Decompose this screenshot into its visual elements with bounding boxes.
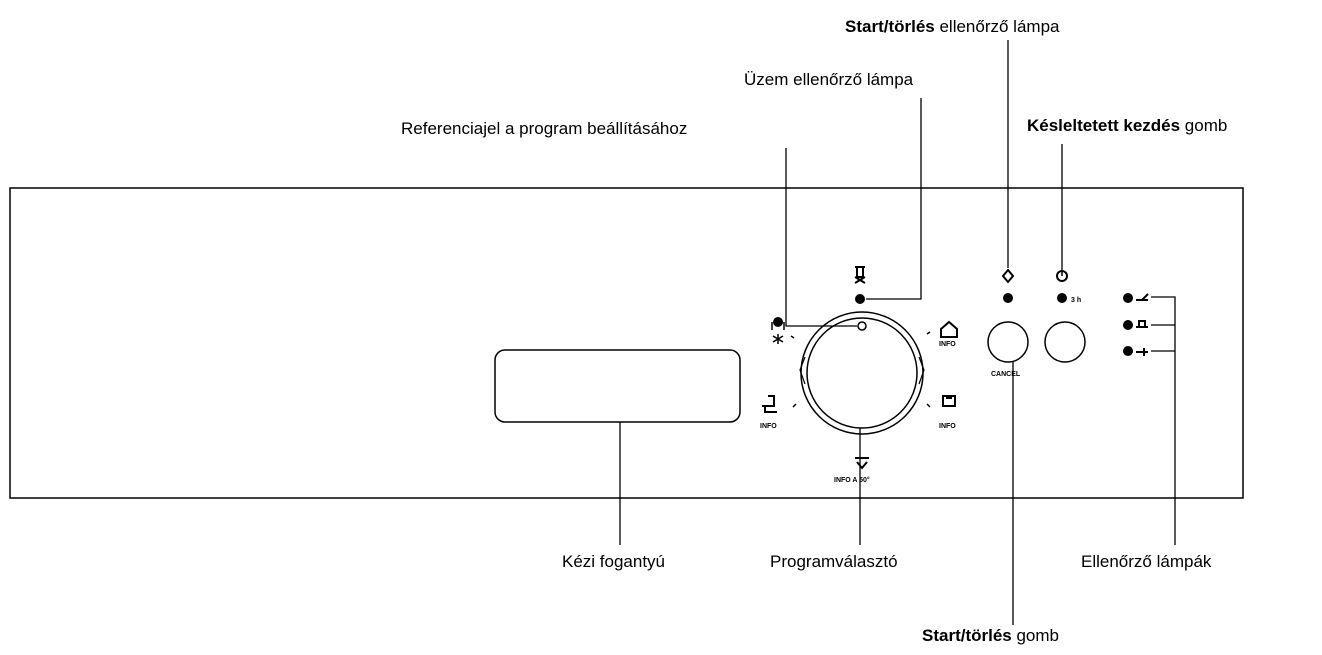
start-cancel-lamp-symbol-icon (1001, 268, 1015, 284)
indicator-lamps-label: Ellenőrző lámpák (1081, 552, 1212, 571)
start-cancel-button-label-bold: Start/törlés (922, 626, 1012, 645)
operation-lamp-symbol-icon (854, 266, 866, 284)
delayed-start-button-label-rest: gomb (1180, 116, 1228, 135)
program-symbol-top-right-icon (926, 320, 958, 338)
indicator-lamp-1 (1123, 293, 1149, 303)
info-label-left: INFO (760, 423, 777, 430)
program-selector-knob[interactable] (799, 311, 925, 435)
delayed-start-button-label: Késleltetett kezdés gomb (1027, 116, 1227, 136)
operation-lamp (855, 294, 865, 304)
start-cancel-button-label-rest: gomb (1011, 626, 1059, 645)
info-label-right-bottom: INFO (939, 423, 956, 430)
control-panel-outline (9, 187, 1244, 499)
leader-indicator-lamps (1151, 296, 1176, 545)
program-symbol-left-icon (762, 395, 797, 413)
start-cancel-lamp-label-bold: Start/törlés (845, 17, 935, 36)
leader-reference-mark (785, 148, 857, 327)
info-label-bottom: INFO A 50° (834, 476, 870, 484)
leader-operation-lamp (866, 98, 922, 300)
reference-mark (857, 321, 867, 331)
leader-lines (619, 40, 1176, 625)
start-cancel-button[interactable] (987, 321, 1029, 363)
delayed-start-button[interactable] (1044, 321, 1086, 363)
cancel-mark: CANCEL (991, 371, 1021, 378)
manual-handle-recess (494, 349, 741, 423)
start-cancel-lamp (1003, 293, 1013, 303)
start-cancel-button-label: Start/törlés gomb (922, 626, 1059, 646)
reference-mark-label: Referenciajel a program beállításához (401, 119, 688, 138)
program-selector-label: Programválasztó (770, 552, 898, 571)
delayed-start-button-label-bold: Késleltetett kezdés (1027, 116, 1181, 135)
start-cancel-lamp-label-rest: ellenőrző lámpa (934, 17, 1060, 36)
start-cancel-lamp-label: Start/törlés ellenőrző lámpa (845, 17, 1060, 37)
indicator-lamp-3 (1123, 346, 1148, 356)
program-symbol-right-icon (926, 395, 956, 408)
delayed-start-symbol-icon (1056, 270, 1068, 282)
operation-lamp-label: Üzem ellenőrző lámpa (744, 70, 914, 89)
info-label-top-right: INFO (939, 341, 956, 348)
manual-handle-label: Kézi fogantyú (562, 552, 666, 571)
delayed-start-lamp (1057, 293, 1067, 303)
program-symbol-top-left-icon (771, 317, 795, 344)
indicator-lamp-2 (1123, 320, 1148, 330)
delay-mark: 3 h (1071, 297, 1081, 304)
program-symbol-bottom-icon (855, 457, 869, 470)
